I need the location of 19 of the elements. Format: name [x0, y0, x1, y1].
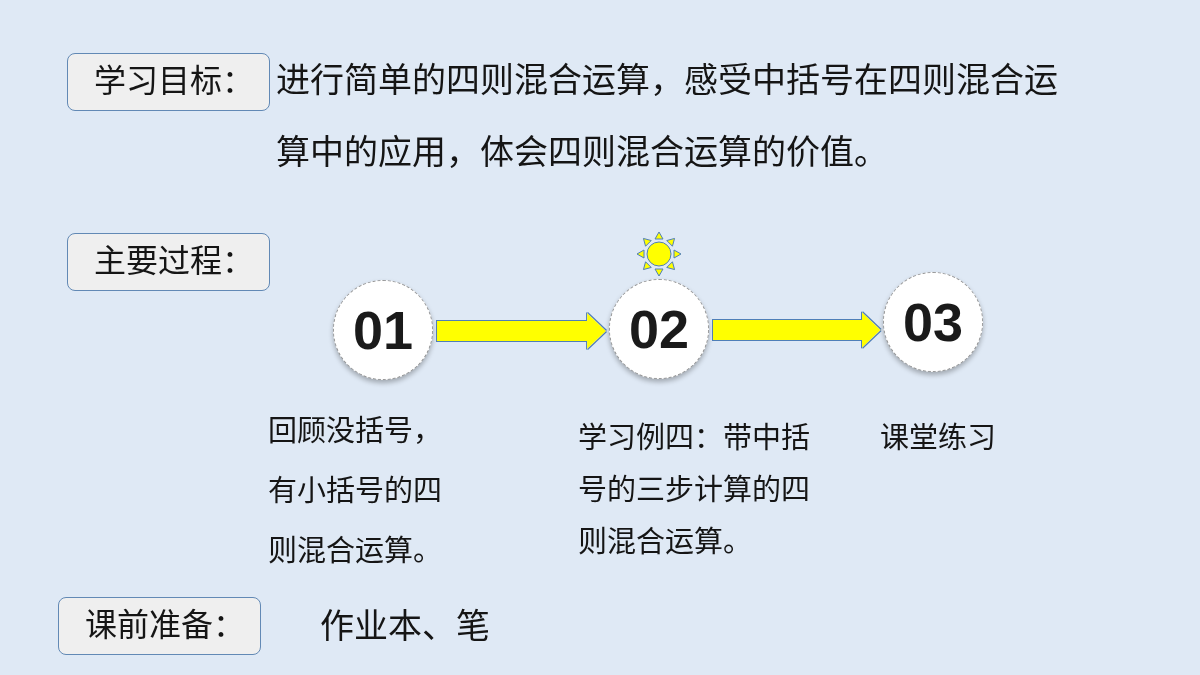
arrow	[713, 312, 881, 348]
materials-text: 作业本、笔	[320, 607, 491, 647]
arrow	[437, 313, 607, 349]
step-circle	[333, 280, 433, 380]
step-description: 回顾没括号，有小括号的四则混合运算。	[268, 414, 443, 569]
section-heading: 课前准备：	[85, 608, 245, 644]
step-circle	[609, 279, 709, 379]
step-description: 学习例四：带中括号的三步计算的四则混合运算。	[578, 421, 811, 560]
goal-text: 进行简单的四则混合运算，感受中括号在四则混合运算中的应用，体会四则混合运算的价值。	[276, 61, 1059, 173]
step-description: 课堂练习	[880, 421, 997, 456]
label-box	[67, 233, 270, 291]
step-circle	[883, 272, 983, 372]
label-box	[58, 597, 261, 655]
label-box	[67, 53, 270, 111]
section-heading: 学习目标：	[94, 64, 254, 100]
step-number: 01	[352, 303, 414, 357]
section-heading: 主要过程：	[94, 244, 254, 280]
step-number: 02	[628, 302, 690, 356]
step-number: 03	[902, 295, 964, 349]
